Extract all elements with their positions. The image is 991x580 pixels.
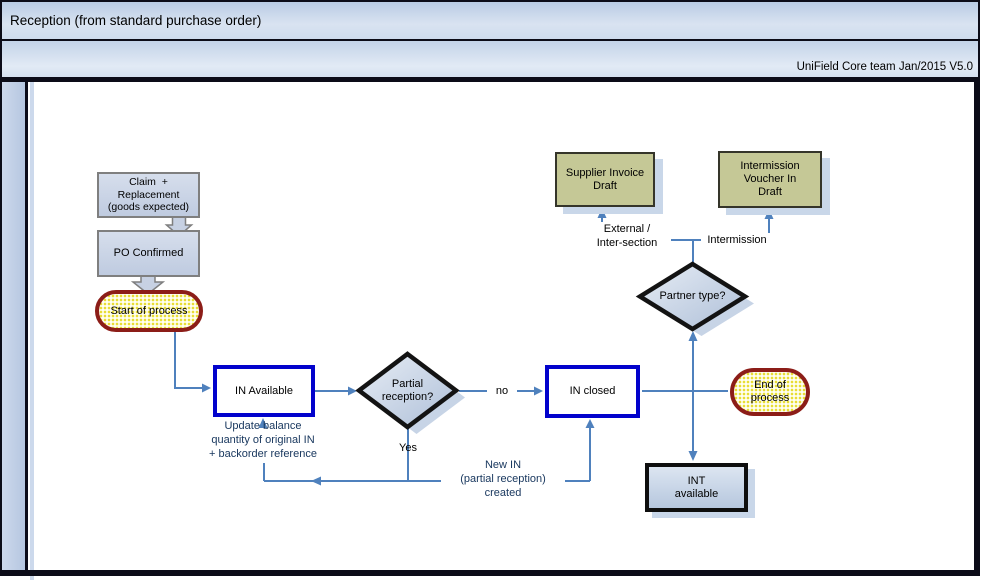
sidebar-left-border — [0, 82, 2, 570]
node-start-of-process: Start of process — [95, 290, 203, 332]
node-po-confirmed: PO Confirmed — [97, 230, 200, 277]
node-partial-reception-label: Partial reception? — [359, 354, 456, 427]
sidebar-bar — [2, 82, 25, 570]
node-label: End of — [754, 379, 786, 391]
label-intermission: Intermission — [701, 233, 773, 247]
node-label: Draft — [758, 186, 782, 198]
label-line: created — [484, 487, 522, 499]
label-line: External / — [603, 223, 651, 235]
node-label: Voucher In — [743, 173, 797, 185]
header-title-bar: Reception (from standard purchase order) — [0, 0, 980, 41]
node-label: (goods expected) — [107, 201, 190, 214]
frame-bottom-border — [0, 570, 980, 576]
label-line: quantity of original IN — [211, 434, 315, 446]
node-claim-replacement: Claim + Replacement (goods expected) — [97, 172, 200, 218]
node-label: Partial reception? — [381, 377, 434, 403]
node-label: Partner type? — [659, 290, 726, 302]
node-label: PO Confirmed — [113, 247, 184, 259]
node-int-available: INT available — [645, 463, 748, 512]
node-label: IN closed — [569, 385, 616, 397]
label-line: Inter-section — [596, 237, 658, 249]
header-divider — [0, 77, 980, 82]
label-new-in-created: New IN (partial reception) created — [441, 458, 565, 500]
page-title: Reception (from standard purchase order) — [10, 13, 262, 28]
frame-right-border — [974, 82, 980, 576]
version-text: UniField Core team Jan/2015 V5.0 — [796, 61, 973, 73]
header-subtitle-bar: UniField Core team Jan/2015 V5.0 — [0, 41, 980, 77]
node-label: Claim + — [129, 176, 168, 189]
node-label: INT — [687, 474, 706, 487]
sidebar-strip — [30, 82, 34, 580]
node-label: available — [674, 487, 719, 500]
label-update-balance: Update balance quantity of original IN +… — [193, 419, 333, 461]
node-label: IN Available — [235, 384, 293, 397]
label-line: New IN — [484, 459, 522, 471]
node-supplier-invoice-draft: Supplier Invoice Draft — [555, 152, 655, 207]
label-external-intersection: External / Inter-section — [583, 222, 671, 250]
node-label: process — [750, 392, 790, 404]
node-label: Intermission — [740, 160, 800, 172]
node-label: Start of process — [110, 304, 188, 317]
label-line: + backorder reference — [209, 448, 317, 460]
sidebar-right-border — [25, 82, 28, 570]
node-end-of-process: End of process — [730, 368, 810, 416]
node-label: Replacement — [117, 188, 180, 201]
node-in-closed: IN closed — [545, 365, 640, 418]
node-label: Supplier Invoice — [565, 166, 645, 179]
label-no: no — [487, 384, 517, 398]
node-in-available: IN Available — [213, 365, 315, 417]
label-line: (partial reception) — [460, 473, 546, 485]
node-intermission-voucher-draft: Intermission Voucher In Draft — [718, 151, 822, 208]
label-line: Update balance — [224, 420, 302, 432]
label-yes: Yes — [399, 442, 417, 454]
node-partner-type-label: Partner type? — [640, 264, 745, 329]
node-label: Draft — [593, 179, 617, 192]
